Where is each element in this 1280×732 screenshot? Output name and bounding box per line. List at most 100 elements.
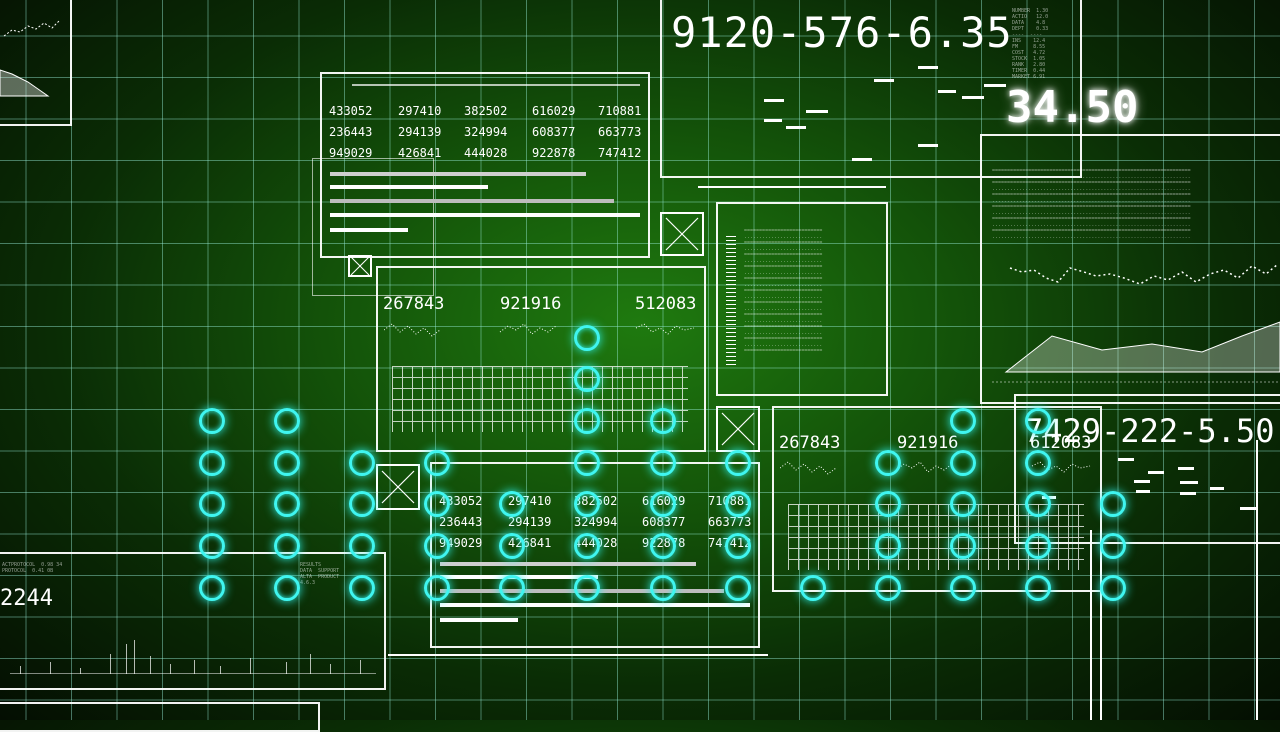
glow-ring <box>650 408 676 434</box>
dash-marker <box>786 126 806 129</box>
dash-marker <box>1178 467 1194 470</box>
dash-marker <box>1134 480 1150 483</box>
glow-ring <box>499 533 525 559</box>
bottom-left-lower-panel <box>0 702 320 732</box>
left-value-readout: 2244 <box>0 586 53 611</box>
chart-tick <box>110 654 111 674</box>
stat-value: 267843 <box>383 294 445 314</box>
table-cell: 433052 <box>329 104 373 118</box>
stat-value: 267843 <box>779 433 841 453</box>
glow-ring <box>1025 450 1051 476</box>
glow-ring <box>1025 408 1051 434</box>
glow-ring <box>424 533 450 559</box>
glow-ring <box>950 450 976 476</box>
table-cell: 236443 <box>439 515 483 529</box>
document-panel <box>716 202 888 396</box>
glow-ring <box>424 575 450 601</box>
glow-ring <box>349 575 375 601</box>
table-cell: 949029 <box>329 146 373 160</box>
stat-value: 921916 <box>500 294 562 314</box>
glow-ring <box>875 533 901 559</box>
glow-ring <box>1025 575 1051 601</box>
table-cell: 324994 <box>464 125 508 139</box>
glow-ring <box>574 408 600 434</box>
dash-marker <box>984 84 1006 87</box>
glow-ring <box>499 575 525 601</box>
glow-ring <box>199 491 225 517</box>
stat-sparklines-right <box>780 461 1091 475</box>
glow-ring <box>199 408 225 434</box>
glow-ring <box>950 575 976 601</box>
glow-ring <box>725 450 751 476</box>
dash-marker <box>1210 487 1224 490</box>
glow-ring <box>574 366 600 392</box>
dash-marker <box>1148 471 1164 474</box>
glow-ring <box>650 533 676 559</box>
dash-marker <box>1240 507 1256 510</box>
dash-marker <box>874 79 894 82</box>
dash-marker <box>764 99 784 102</box>
divider-line <box>388 654 768 656</box>
chart-baseline <box>10 673 376 674</box>
dash-marker <box>962 96 984 99</box>
stat-panel <box>376 266 706 452</box>
mini-chart-panel-top-left <box>0 0 72 126</box>
dash-marker <box>918 144 938 147</box>
glow-ring <box>800 575 826 601</box>
stat-sparklines <box>384 323 695 337</box>
glow-ring <box>199 575 225 601</box>
dash-marker <box>938 90 956 93</box>
stat-value: 612083 <box>1030 433 1092 453</box>
document-margin-lines <box>726 236 736 368</box>
mini-area-chart <box>0 19 61 97</box>
progress-bar <box>330 172 586 176</box>
data-table-panel <box>320 72 650 258</box>
glow-ring <box>950 533 976 559</box>
chart-tick <box>150 656 151 674</box>
table-cell: 324994 <box>574 515 618 529</box>
close-box-icon <box>348 255 372 277</box>
report-line-chart <box>992 263 1280 383</box>
glow-ring <box>424 491 450 517</box>
progress-bar <box>440 618 518 622</box>
glow-ring <box>875 491 901 517</box>
right-code-readout: 7429-222-5.50 <box>1024 412 1275 450</box>
glow-ring <box>274 491 300 517</box>
glow-ring <box>1025 533 1051 559</box>
table-cell: 294139 <box>508 515 552 529</box>
glow-ring <box>875 450 901 476</box>
glow-ring <box>274 408 300 434</box>
chart-tick <box>310 654 311 674</box>
stat-value: 921916 <box>897 433 959 453</box>
table-header-rule <box>352 84 640 86</box>
chart-tick <box>286 662 287 674</box>
chart-tick <box>134 640 135 674</box>
glow-ring <box>1100 533 1126 559</box>
chart-tick <box>220 666 221 674</box>
glow-ring <box>574 450 600 476</box>
dash-marker <box>1180 481 1198 484</box>
table-cell: 922878 <box>532 146 576 160</box>
glow-ring <box>650 491 676 517</box>
table-cell: 663773 <box>598 125 642 139</box>
glow-ring <box>650 575 676 601</box>
bottom-left-tick-chart <box>10 626 376 674</box>
glow-ring <box>349 533 375 559</box>
progress-bar <box>440 603 750 607</box>
dash-marker <box>1136 490 1150 493</box>
glow-ring <box>274 575 300 601</box>
top-right-text-block: NUMBER 1.30 ACTIO 12.0 DATA 4.8 DEPT 0.3… <box>1012 8 1049 80</box>
table-cell: 710881 <box>598 104 642 118</box>
chart-tick <box>194 660 195 674</box>
dash-marker <box>806 110 828 113</box>
table-cell: 616029 <box>532 104 576 118</box>
stat-value: 512083 <box>635 294 697 314</box>
glow-ring <box>725 575 751 601</box>
glow-ring <box>574 575 600 601</box>
close-box-icon <box>376 464 420 510</box>
report-chart-panel <box>980 134 1280 404</box>
glow-ring <box>1100 575 1126 601</box>
chart-tick <box>20 666 21 674</box>
chart-tick <box>126 644 127 674</box>
glow-ring <box>199 450 225 476</box>
